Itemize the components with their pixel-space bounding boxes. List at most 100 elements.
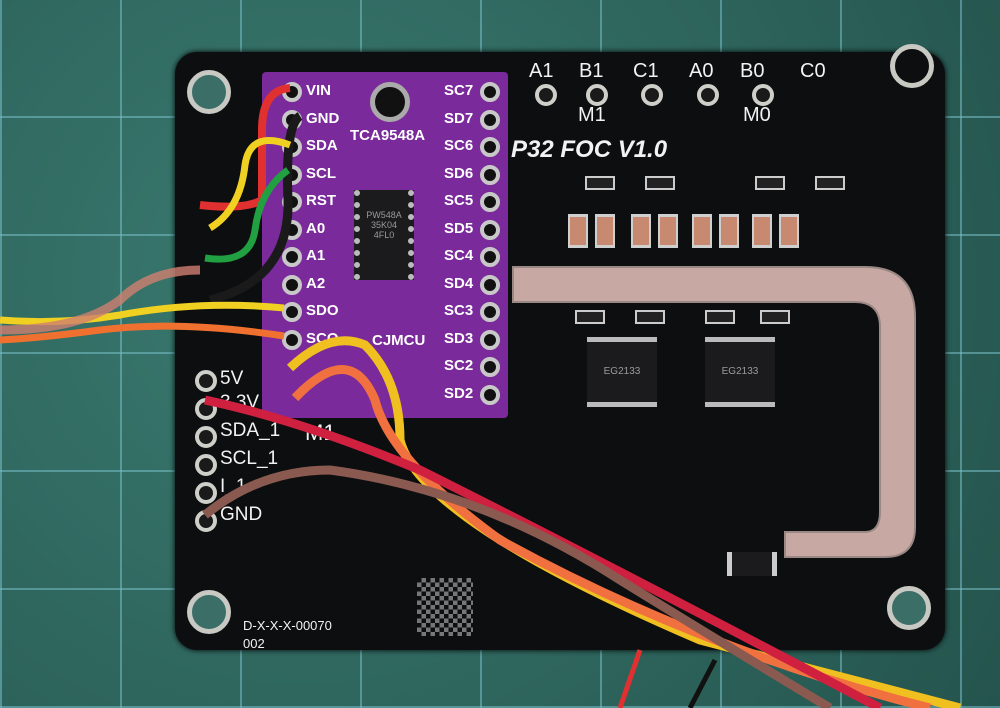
motor-pad xyxy=(752,84,774,106)
breakout-left-pad xyxy=(282,329,302,350)
breakout-right-pad xyxy=(480,384,500,405)
driver-chip-m1: EG2133 xyxy=(587,337,657,407)
breakout-right-pad xyxy=(480,274,500,295)
breakout-right-pad xyxy=(480,192,500,212)
breakout-left-pin-label: A2 xyxy=(306,274,326,292)
breakout-left-pad xyxy=(282,302,302,322)
black-wire xyxy=(687,658,718,708)
resistor xyxy=(575,310,605,324)
breakout-right-pin-label: SD4 xyxy=(444,274,474,292)
mounting-hole xyxy=(887,586,931,630)
pin-label-c0: C0 xyxy=(800,60,826,82)
brown-wire xyxy=(202,465,833,708)
qr-code xyxy=(417,578,473,636)
header-label-gnd: GND xyxy=(220,504,263,525)
breakout-title: TCA9548A xyxy=(350,127,426,144)
header-pad xyxy=(195,454,217,476)
breakout-right-pin-label: SC2 xyxy=(444,357,474,374)
capacitor xyxy=(779,214,799,248)
breakout-right-pin-label: SC5 xyxy=(444,192,474,209)
header-label-sda1: SDA_1 xyxy=(220,420,281,441)
breakout-right-pad xyxy=(480,164,500,185)
breakout-right-pad xyxy=(480,247,500,267)
capacitor xyxy=(568,214,588,248)
breakout-left-pin-label: SDA xyxy=(306,137,338,154)
pin-label-a1: A1 xyxy=(529,60,554,82)
brown-wire xyxy=(0,265,201,335)
serial-number: D-X-X-X-00070 xyxy=(243,618,332,633)
motor-pad xyxy=(535,84,557,106)
breakout-right-pin-label: SC3 xyxy=(444,302,474,319)
motor-pad xyxy=(586,84,608,106)
yellow-wire xyxy=(208,137,292,232)
resistor xyxy=(645,176,675,190)
breakout-left-pin-label: A1 xyxy=(306,247,326,264)
breakout-right-pin-label: SD3 xyxy=(444,329,474,347)
motor-label-m1: M1 xyxy=(578,104,606,126)
capacitor xyxy=(658,214,678,248)
header-label-5v: 5V xyxy=(220,368,244,389)
chip-marking: 35K04 xyxy=(370,220,398,230)
breakout-left-pin-label: SDO xyxy=(306,302,339,319)
breakout-right-pin-label: SD7 xyxy=(444,109,474,127)
yellow-wire xyxy=(286,336,962,708)
breakout-right-pin-label: SD5 xyxy=(444,219,474,237)
motor-pad xyxy=(697,84,719,106)
pin-label-b0: B0 xyxy=(740,60,765,82)
pin-label-c1: C1 xyxy=(633,60,659,82)
breakout-left-pin-label: VIN xyxy=(306,82,332,99)
breakout-left-pad xyxy=(282,247,302,267)
breakout-right-pin-label: SC6 xyxy=(444,137,474,154)
breakout-right-pad xyxy=(480,329,500,350)
breakout-right-pin-label: SC4 xyxy=(444,247,474,264)
capacitor xyxy=(719,214,739,248)
copper-pour xyxy=(512,266,916,558)
capacitor xyxy=(595,214,615,248)
header-pad xyxy=(195,482,217,504)
black-wire xyxy=(208,112,303,305)
resistor xyxy=(635,310,665,324)
breakout-right-pad xyxy=(480,357,500,377)
motor-pad xyxy=(641,84,663,106)
breakout-right-pin-label: SC7 xyxy=(444,82,474,99)
resistor xyxy=(705,310,735,324)
breakout-left-pin-label: GND xyxy=(306,109,340,127)
chip-marking: 4FL0 xyxy=(373,230,395,240)
red-wire xyxy=(617,649,643,708)
breakout-right-pin-label: SD6 xyxy=(444,164,474,182)
breakout-right-pad xyxy=(480,109,500,130)
header-pad xyxy=(195,370,217,392)
board-title: P32 FOC V1.0 xyxy=(511,136,668,163)
breakout-left-pad xyxy=(282,274,302,295)
yellow-wire xyxy=(0,301,285,326)
breakout-brand: CJMCU xyxy=(372,332,426,349)
capacitor xyxy=(752,214,772,248)
header-pad xyxy=(195,426,217,448)
resistor xyxy=(815,176,845,190)
resistor xyxy=(755,176,785,190)
red-wire xyxy=(204,395,883,708)
mounting-hole xyxy=(187,70,231,114)
header-label-scl1: SCL_1 xyxy=(220,448,279,469)
breakout-right-pin-label: SD2 xyxy=(444,384,474,402)
pin-label-b1: B1 xyxy=(579,60,604,82)
resistor xyxy=(760,310,790,324)
chip-marking: PW548A xyxy=(366,210,402,220)
breakout-right-pad xyxy=(480,82,500,102)
orange-wire xyxy=(0,322,285,344)
motor-label-m0: M0 xyxy=(743,104,771,126)
orange-wire xyxy=(291,365,932,708)
capacitor xyxy=(692,214,712,248)
smd-diode xyxy=(727,552,777,576)
serial-suffix: 002 xyxy=(243,636,265,651)
green-wire xyxy=(204,167,291,263)
breakout-left-pin-label: A0 xyxy=(306,219,326,237)
red-wire xyxy=(199,84,291,211)
breakout-left-pin-label: SCL xyxy=(306,164,336,182)
mounting-hole xyxy=(370,82,410,122)
capacitor xyxy=(631,214,651,248)
breakout-right-pad xyxy=(480,219,500,240)
mux-chip: PW548A 35K04 4FL0 xyxy=(354,190,414,280)
breakout-right-pad xyxy=(480,302,500,322)
